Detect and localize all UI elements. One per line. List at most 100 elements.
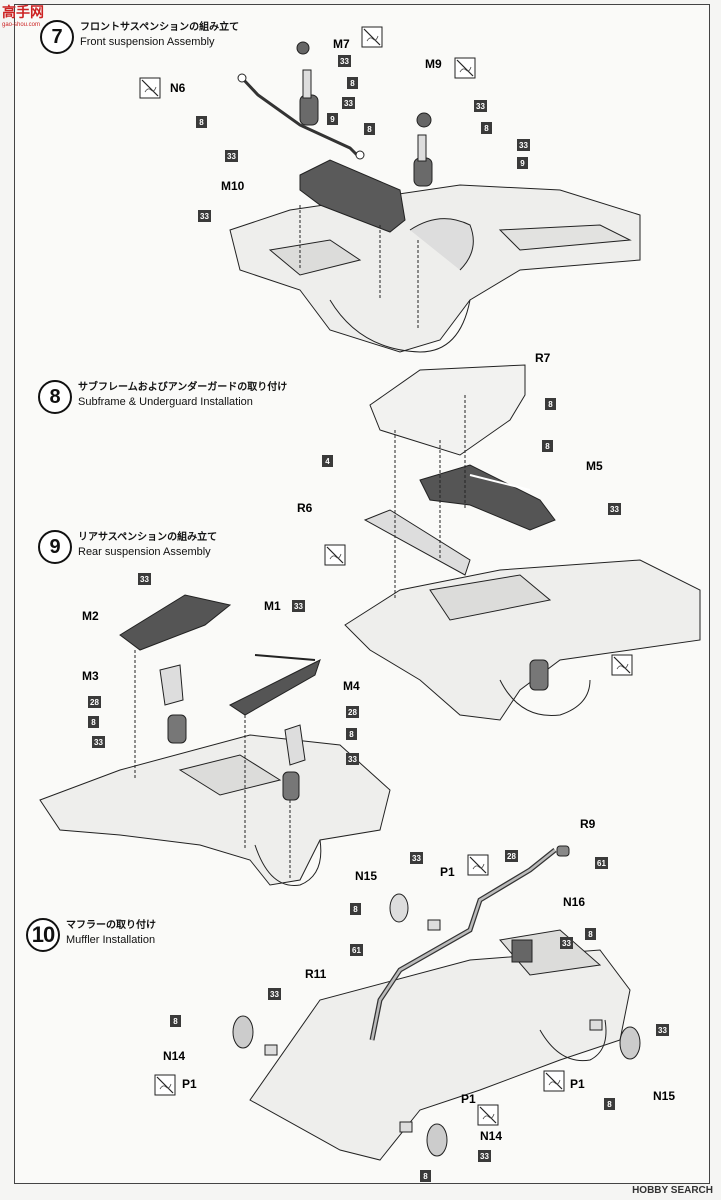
color-badge [170, 1015, 181, 1027]
label-r9: R9 [580, 817, 596, 831]
color-badge [517, 139, 530, 151]
color-badge [656, 1024, 669, 1036]
color-badge-code: 61 [597, 859, 606, 868]
color-badge [350, 903, 361, 915]
label-n14-left: N14 [163, 1049, 185, 1063]
color-badge [225, 150, 238, 162]
label-n6: N6 [170, 81, 186, 95]
color-badge-code: 8 [588, 930, 593, 939]
color-badge-code: 33 [480, 1152, 489, 1161]
step-8-title-en: Subframe & Underguard Installation [78, 396, 253, 408]
color-badge [196, 116, 207, 128]
color-badge [608, 503, 621, 515]
label-n15-right: N15 [653, 1089, 675, 1103]
color-badge [347, 77, 358, 89]
color-badge [517, 157, 528, 169]
color-badge [481, 122, 492, 134]
label-m5: M5 [586, 459, 603, 473]
color-badge [88, 716, 99, 728]
step-10-drawing [232, 845, 641, 1161]
color-badge-code: 28 [90, 698, 99, 707]
color-badge [338, 55, 351, 67]
step-10-title-en: Muffler Installation [66, 934, 156, 946]
color-badge [346, 706, 359, 718]
color-badge [410, 852, 423, 864]
color-badge-code: 9 [330, 115, 335, 124]
watermark-logo-bottom: HOBBY SEARCH [632, 1185, 713, 1196]
color-badge-code: 61 [352, 946, 361, 955]
label-m4: M4 [343, 679, 360, 693]
color-badge-code: 33 [344, 99, 353, 108]
step-9-number: 9 [38, 530, 72, 564]
step-9-drawing [39, 594, 391, 886]
step-8-title-jp: サブフレームおよびアンダーガードの取り付け [78, 382, 288, 393]
step-9-title-jp: リアサスペンションの組み立て [78, 532, 218, 543]
label-m10: M10 [221, 179, 245, 193]
color-badge-code: 8 [350, 79, 355, 88]
color-badge-code: 8 [484, 124, 489, 133]
color-badge [268, 988, 281, 1000]
color-badge-code: 8 [607, 1100, 612, 1109]
label-r6: R6 [297, 501, 313, 515]
color-badge [585, 928, 596, 940]
watermark-url: gao-shou.com [2, 22, 41, 28]
step-10-title-jp: マフラーの取り付け [66, 920, 156, 931]
color-badge [505, 850, 518, 862]
step-10-header: 10 マフラーの取り付け Muffler Installation [26, 918, 156, 952]
color-badge-code: 8 [173, 1017, 178, 1026]
color-badge [322, 455, 333, 467]
label-n15-top: N15 [355, 869, 377, 883]
color-badge-code: 8 [199, 118, 204, 127]
label-m2: M2 [82, 609, 99, 623]
label-m9: M9 [425, 57, 442, 71]
color-badge-code: 8 [353, 905, 358, 914]
color-badge-code: 33 [140, 575, 149, 584]
color-badge [364, 123, 375, 135]
step-8-number: 8 [38, 380, 72, 414]
color-badge [292, 600, 305, 612]
color-badge [604, 1098, 615, 1110]
color-badge-code: 8 [91, 718, 96, 727]
step-7-header: 7 フロントサスペンションの組み立て Front suspension Asse… [40, 20, 239, 54]
step-8-header: 8 サブフレームおよびアンダーガードの取り付け Subframe & Under… [38, 380, 287, 414]
color-badge-code: 33 [412, 854, 421, 863]
step-10-number: 10 [26, 918, 60, 952]
color-badge [560, 937, 573, 949]
step-7-title-en: Front suspension Assembly [80, 36, 215, 48]
color-badge [542, 440, 553, 452]
label-m3: M3 [82, 669, 99, 683]
watermark-brand: 高手网 [2, 4, 44, 20]
step-7-title-jp: フロントサスペンションの組み立て [80, 22, 240, 33]
color-badge-code: 33 [348, 755, 357, 764]
label-p1-right: P1 [570, 1077, 585, 1091]
color-badge-code: 33 [270, 990, 279, 999]
label-n16: N16 [563, 895, 585, 909]
color-badge-code: 33 [562, 939, 571, 948]
color-badge-code: 33 [610, 505, 619, 514]
color-badge [420, 1170, 431, 1182]
part-labels: M7 N6 M9 M10 R7 M5 R6 M2 M1 M3 M4 R9 N15… [82, 37, 675, 1143]
watermark-logo-top: 高手网 gao-shou.com [2, 2, 44, 28]
step-9-title-en: Rear suspension Assembly [78, 546, 211, 558]
step-9-header: 9 リアサスペンションの組み立て Rear suspension Assembl… [38, 530, 217, 564]
color-badge-code: 8 [548, 400, 553, 409]
color-badge-code: 8 [423, 1172, 428, 1181]
color-badge [350, 944, 363, 956]
color-badge [474, 100, 487, 112]
label-r11: R11 [305, 967, 327, 981]
step-7-drawing [229, 41, 641, 353]
color-badge-code: 9 [520, 159, 525, 168]
color-badge [346, 728, 357, 740]
color-badge [92, 736, 105, 748]
color-badge-code: 8 [367, 125, 372, 134]
label-m1: M1 [264, 599, 281, 613]
color-badge [88, 696, 101, 708]
label-n14-bottom: N14 [480, 1129, 502, 1143]
label-p1-bottom: P1 [461, 1092, 476, 1106]
color-badge [138, 573, 151, 585]
color-badge [595, 857, 608, 869]
color-badge-code: 33 [227, 152, 236, 161]
